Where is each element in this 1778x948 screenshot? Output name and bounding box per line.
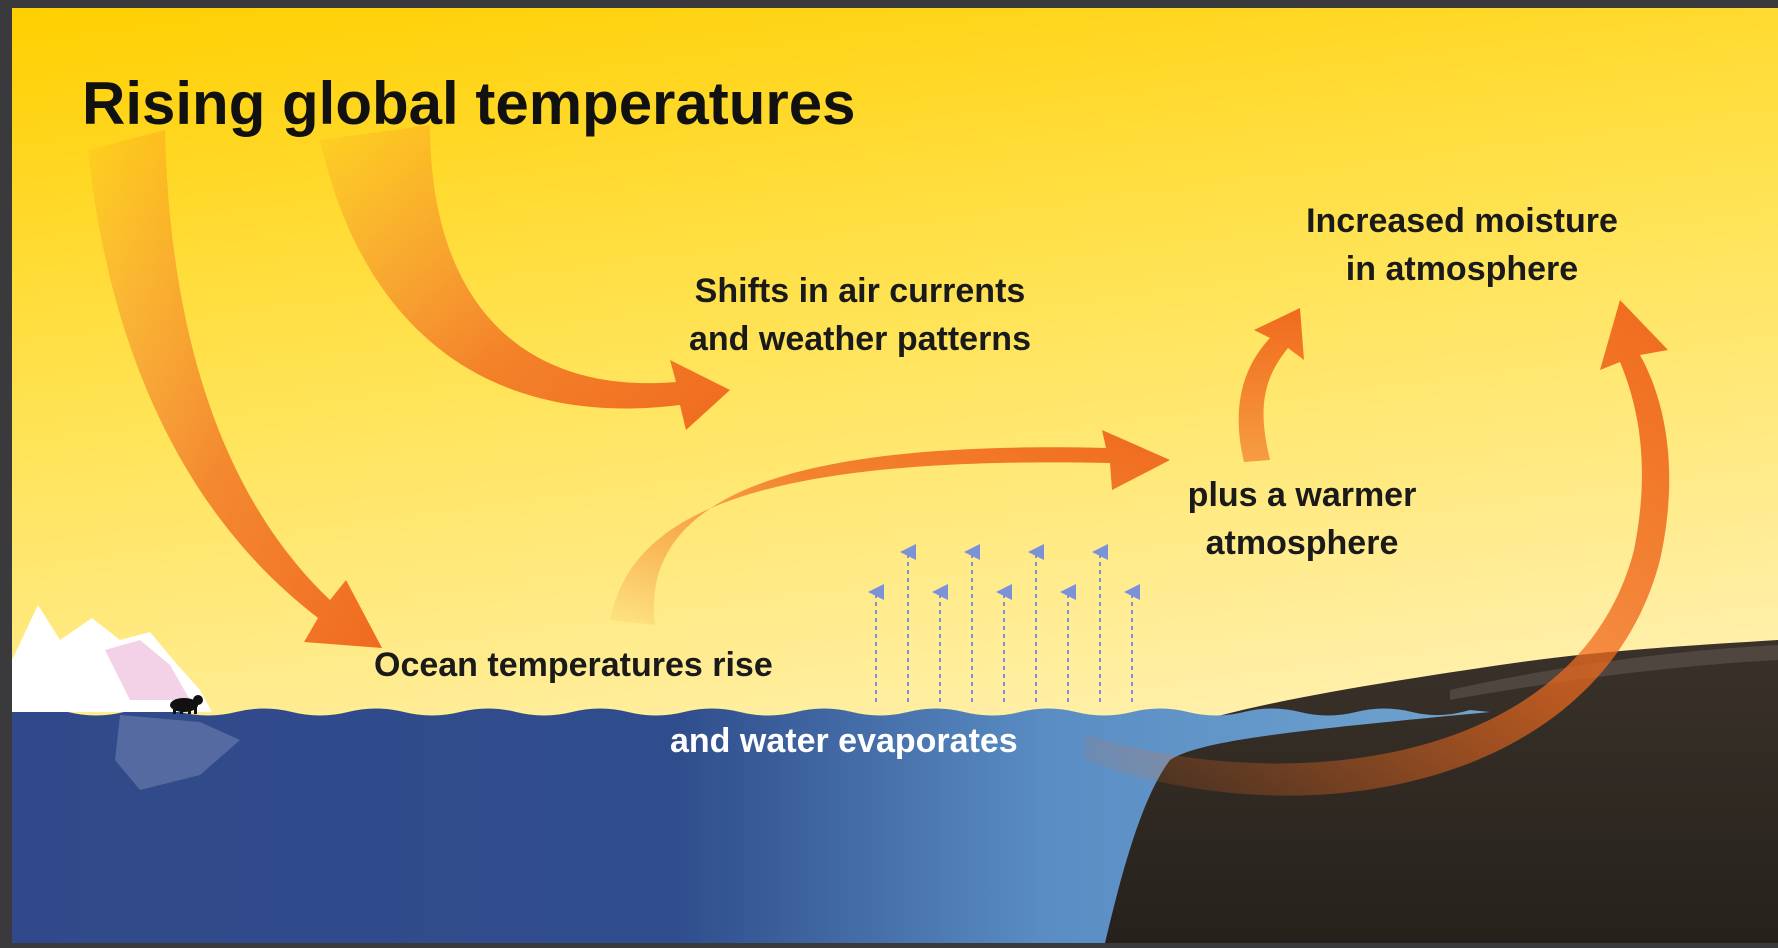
evaporation-arrows — [868, 544, 1140, 702]
land-ridge — [1450, 645, 1778, 700]
polar-bear-icon — [170, 695, 203, 714]
arrow-to-moisture-small — [1238, 308, 1304, 462]
label-ocean-rise: Ocean temperatures rise — [374, 646, 773, 684]
label-air-currents-line2: and weather patterns — [689, 320, 1031, 358]
label-warmer-line1: plus a warmer — [1188, 476, 1417, 514]
label-moisture-line1: Increased moisture — [1306, 202, 1618, 240]
arrow-to-moisture-large — [1085, 300, 1670, 796]
arrow-to-air-currents — [320, 125, 730, 430]
label-air-currents-line1: Shifts in air currents — [695, 272, 1026, 310]
arrow-to-ocean — [88, 130, 382, 648]
label-evaporates: and water evaporates — [670, 722, 1018, 760]
diagram-title: Rising global temperatures — [82, 70, 856, 137]
arrow-to-warmer-atmosphere — [610, 430, 1170, 625]
label-warmer-line2: atmosphere — [1206, 524, 1399, 562]
iceberg-icon — [12, 605, 240, 790]
label-moisture-line2: in atmosphere — [1346, 250, 1578, 288]
